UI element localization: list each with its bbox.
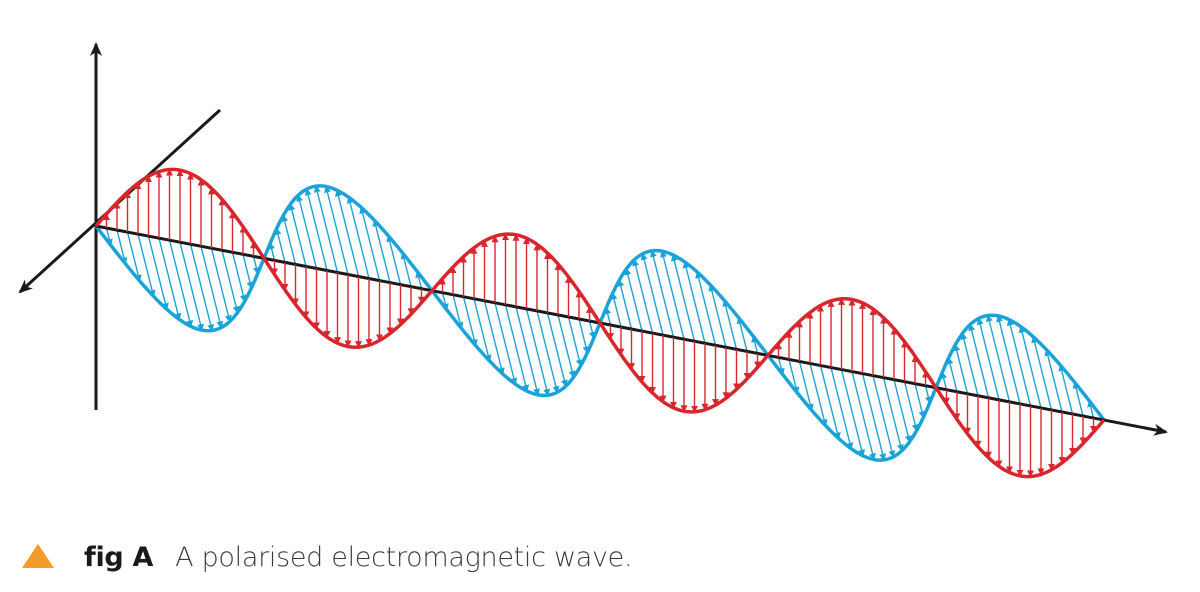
magnetic-field-vector	[313, 185, 339, 273]
magnetic-field-vector	[473, 298, 492, 362]
magnetic-field-vector	[830, 367, 854, 450]
magnetic-field-vector	[788, 359, 800, 395]
caption-text: A polarised electromagnetic wave.	[175, 541, 633, 573]
magnetic-field-vector	[147, 235, 169, 311]
triangle-icon	[22, 544, 54, 568]
magnetic-field-vector	[1044, 348, 1063, 413]
magnetic-field-vector	[334, 189, 360, 277]
magnetic-field-vector	[231, 252, 247, 303]
magnetic-field-vector	[274, 227, 286, 263]
magnetic-field-vector	[557, 314, 576, 379]
magnetic-field-vector	[996, 314, 1021, 404]
magnetic-field-vector	[168, 239, 194, 328]
magnetic-field-vector	[536, 310, 560, 394]
magnetic-field-vector	[281, 214, 297, 265]
magnetic-field-vector	[861, 373, 887, 461]
magnetic-field-vector	[242, 254, 254, 289]
magnetic-field-vector	[1018, 325, 1042, 409]
magnetic-field-vector	[640, 252, 664, 336]
magnetic-field-vector	[953, 343, 969, 394]
magnetic-field-vector	[632, 258, 654, 334]
magnetic-field-vector	[649, 249, 675, 338]
magnetic-field-vector	[893, 379, 912, 443]
magnetic-field-vector	[960, 332, 979, 396]
magnetic-field-vector	[708, 284, 727, 348]
em-wave-diagram	[18, 42, 1168, 479]
magnetic-field-vector	[882, 377, 904, 452]
magnetic-field-vector	[504, 304, 530, 393]
electric-field-curve	[94, 167, 1106, 479]
magnetic-field-vector	[610, 292, 622, 328]
magnetic-field-vector	[695, 271, 717, 346]
electric-field-wave	[94, 167, 1106, 479]
magnetic-field-vector	[722, 299, 738, 350]
magnetic-field-vector	[359, 206, 381, 281]
magnetic-field-vector	[872, 375, 896, 458]
magnetic-field-vector	[126, 231, 142, 282]
magnetic-field-vector	[851, 371, 876, 461]
magnetic-field-vector	[682, 260, 706, 344]
figure-caption: fig A A polarised electromagnetic wave.	[22, 532, 633, 582]
magnetic-field-vector	[324, 185, 349, 275]
magnetic-field-vector	[578, 318, 590, 354]
magnetic-field-vector	[985, 314, 1011, 402]
magnetic-field-vector	[840, 369, 866, 457]
magnetic-field-vector	[304, 188, 328, 271]
magnetic-field-vector	[200, 246, 224, 329]
magnetic-field-vector	[1072, 381, 1084, 417]
magnetic-field-vector	[914, 383, 926, 419]
magnetic-field-vector	[546, 312, 568, 388]
magnetic-field-vector	[483, 300, 505, 375]
magnetic-field-vector	[189, 244, 215, 332]
magnetic-field-vector	[296, 194, 318, 269]
magnetic-field-vector	[400, 251, 412, 287]
magnetic-field-vector	[372, 219, 391, 283]
magnetic-field-vector	[494, 302, 518, 386]
magnetic-field-vector	[1006, 318, 1032, 407]
magnetic-field-vector	[525, 308, 551, 397]
magnetic-field-vector	[670, 253, 696, 342]
magnetic-field-vector	[1058, 364, 1074, 415]
magnetic-field-vector	[798, 361, 814, 412]
propagation-axis	[95, 224, 1168, 436]
magnetic-field-vector	[1031, 335, 1053, 411]
magnetic-field-vector	[617, 279, 633, 330]
magnetic-field-vectors	[105, 185, 1095, 461]
magnetic-field-vector	[221, 250, 240, 314]
caption-label: fig A	[84, 541, 154, 573]
magnetic-field-vector	[968, 323, 990, 398]
magnetic-field-vector	[158, 237, 182, 321]
magnetic-field-vector	[137, 233, 156, 298]
magnetic-field-vector	[515, 306, 540, 396]
magnetic-field-vector	[386, 234, 402, 285]
magnetic-field-vector	[210, 248, 232, 323]
magnetic-field-vector	[462, 296, 478, 347]
magnetic-field-vector	[452, 294, 464, 330]
magnetic-field-vector	[179, 242, 204, 332]
magnetic-field-vector	[116, 229, 128, 265]
magnetic-field-vector	[660, 250, 685, 340]
magnetic-field-vector	[736, 316, 748, 352]
magnetic-field-vector	[567, 316, 583, 367]
magnetic-field-vector	[903, 381, 919, 432]
magnetic-field-vector	[624, 267, 643, 332]
magnetic-field-vector	[976, 317, 1000, 400]
magnetic-field-vector	[946, 357, 958, 392]
magnetic-field-vector	[288, 203, 307, 267]
magnetic-field-vector	[819, 365, 841, 440]
magnetic-field-vector	[809, 363, 828, 427]
magnetic-field-vector	[346, 196, 370, 279]
